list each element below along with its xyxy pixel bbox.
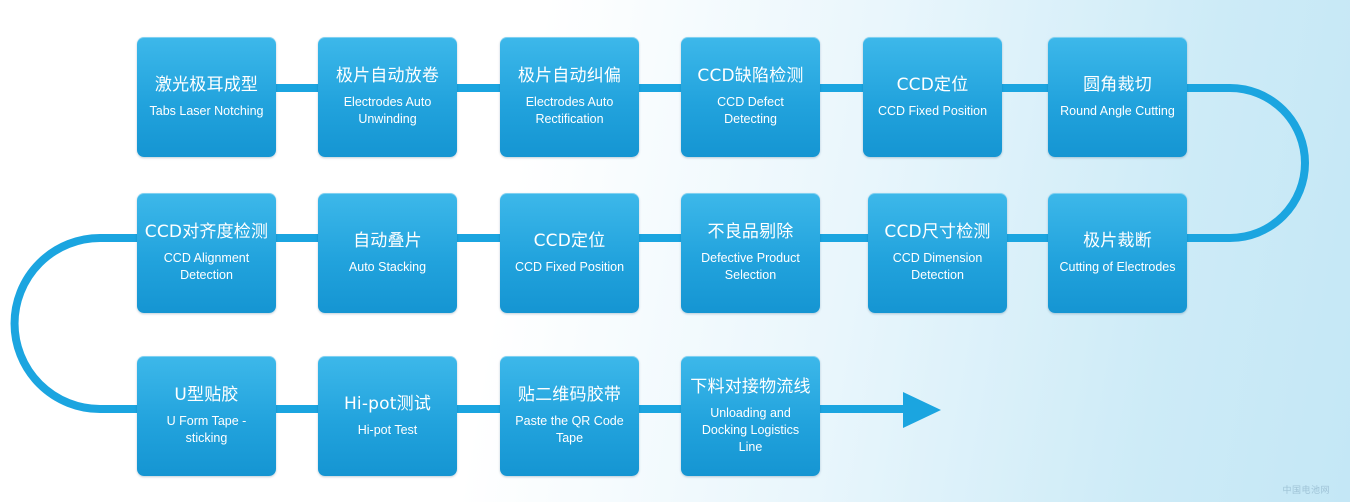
step-label-zh: 自动叠片 (353, 230, 422, 251)
step-label-en: CCD Dimension Detection (892, 251, 983, 282)
step-label-en: Cutting of Electrodes (1059, 259, 1176, 274)
step-round-angle-cutting: 圆角裁切 Round Angle Cutting (1048, 37, 1187, 157)
step-label-en: Defective Product Selection (701, 251, 800, 282)
step-label-en: Electrodes Auto Rectification (525, 95, 614, 126)
watermark: 中国电池网 (1282, 485, 1330, 495)
step-label-en: Hi-pot Test (357, 422, 418, 437)
step-label-zh: CCD定位 (896, 74, 969, 95)
step-ccd-fixed-position-1: CCD定位 CCD Fixed Position (863, 37, 1002, 157)
connector-path (10, 84, 1309, 413)
step-label-zh: CCD缺陷检测 (697, 66, 804, 86)
step-label-en: CCD Alignment Detection (163, 251, 250, 282)
step-auto-stacking: 自动叠片 Auto Stacking (318, 193, 457, 313)
step-label-en: U Form Tape - sticking (166, 414, 247, 445)
step-label-zh: CCD对齐度检测 (144, 222, 269, 242)
step-ccd-fixed-position-2: CCD定位 CCD Fixed Position (500, 193, 639, 313)
step-u-form-tape-sticking: U型贴胶 U Form Tape - sticking (137, 356, 276, 476)
step-label-en: Tabs Laser Notching (149, 103, 264, 118)
step-label-zh: 极片裁断 (1083, 230, 1152, 251)
step-label-zh: Hi-pot测试 (343, 393, 432, 414)
step-label-en: Auto Stacking (348, 259, 427, 274)
step-label-en: Round Angle Cutting (1060, 103, 1175, 118)
step-label-zh: CCD定位 (533, 230, 606, 251)
step-label-en: Electrodes Auto Unwinding (343, 95, 432, 126)
step-paste-qr-code-tape: 贴二维码胶带 Paste the QR Code Tape (500, 356, 639, 476)
step-label-en: Paste the QR Code Tape (515, 414, 624, 445)
step-ccd-defect-detecting: CCD缺陷检测 CCD Defect Detecting (681, 37, 820, 157)
step-hi-pot-test: Hi-pot测试 Hi-pot Test (318, 356, 457, 476)
step-cutting-of-electrodes: 极片裁断 Cutting of Electrodes (1048, 193, 1187, 313)
step-label-zh: 圆角裁切 (1083, 74, 1152, 95)
step-tabs-laser-notching: 激光极耳成型 Tabs Laser Notching (137, 37, 276, 157)
step-label-en: CCD Defect Detecting (717, 95, 784, 126)
step-label-zh: CCD尺寸检测 (884, 222, 991, 242)
step-unloading-docking-logistics: 下料对接物流线 Unloading and Docking Logistics … (681, 356, 820, 476)
arrow-head-icon (903, 392, 941, 428)
step-label-zh: 极片自动纠偏 (517, 66, 622, 86)
step-label-en: CCD Fixed Position (877, 103, 988, 118)
step-label-zh: U型贴胶 (174, 385, 239, 405)
step-electrodes-auto-unwinding: 极片自动放卷 Electrodes Auto Unwinding (318, 37, 457, 157)
step-label-zh: 下料对接物流线 (690, 376, 811, 397)
step-label-zh: 不良品剔除 (707, 222, 794, 242)
step-ccd-alignment-detection: CCD对齐度检测 CCD Alignment Detection (137, 193, 276, 313)
step-label-zh: 激光极耳成型 (154, 74, 259, 95)
step-label-zh: 极片自动放卷 (335, 66, 440, 86)
step-label-zh: 贴二维码胶带 (517, 385, 622, 405)
step-label-en: Unloading and Docking Logistics Line (701, 405, 800, 454)
step-label-en: CCD Fixed Position (514, 259, 625, 274)
step-electrodes-auto-rectification: 极片自动纠偏 Electrodes Auto Rectification (500, 37, 639, 157)
step-defective-product-selection: 不良品剔除 Defective Product Selection (681, 193, 820, 313)
step-ccd-dimension-detection: CCD尺寸检测 CCD Dimension Detection (868, 193, 1007, 313)
